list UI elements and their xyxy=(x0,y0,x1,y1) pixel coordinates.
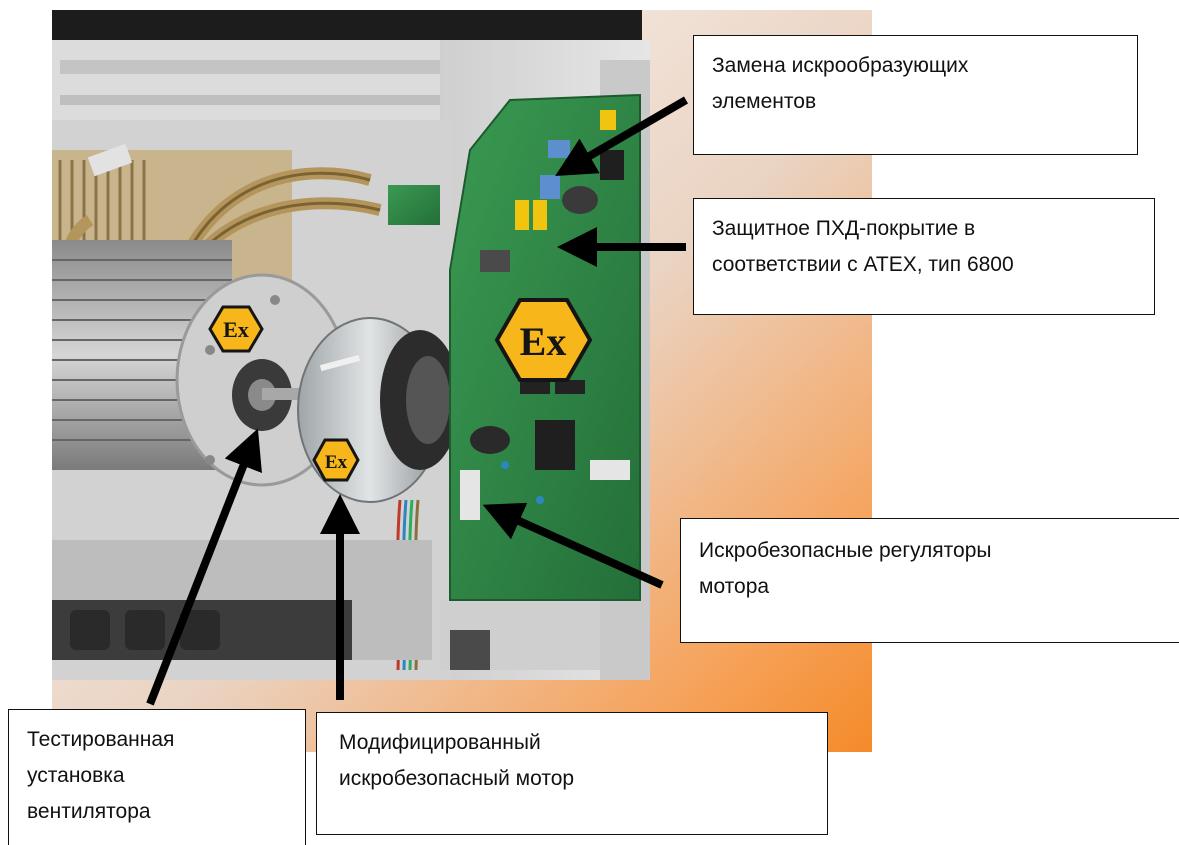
ex-badge-medium-label: Ex xyxy=(223,317,249,342)
callout-motor-line-2: искробезопасный мотор xyxy=(339,767,575,791)
callout-coating-line-2: соответствии с ATEX, тип 6800 xyxy=(712,253,1014,277)
callout-fan-assembly-line-3: вентилятора xyxy=(27,800,151,824)
callout-spark-elements-line-1: Замена искрообразующих xyxy=(712,54,969,77)
sensor-board xyxy=(388,185,440,225)
callout-arrows xyxy=(146,96,689,706)
ex-badge-small-label: Ex xyxy=(325,452,348,473)
ex-badge-large-label: Ex xyxy=(520,319,567,364)
callout-motor-controllers-line-2: мотора xyxy=(699,575,770,599)
callout-motor-line-1: Модифицированный xyxy=(339,731,541,754)
callout-fan-assembly: Тестированная установка вентилятора xyxy=(8,709,306,845)
ex-badge-small-icon: Ex xyxy=(312,438,360,482)
callout-motor-controllers-line-1: Искробезопасные регуляторы xyxy=(699,539,992,562)
callout-spark-elements: Замена искрообразующих элементов xyxy=(693,35,1138,155)
callout-motor: Модифицированный искробезопасный мотор xyxy=(316,712,828,835)
arrow-icon xyxy=(482,502,664,589)
callout-fan-assembly-line-1: Тестированная xyxy=(27,728,175,751)
callout-motor-controllers: Искробезопасные регуляторы мотора xyxy=(680,518,1179,643)
callout-spark-elements-line-2: элементов xyxy=(712,90,817,114)
arrow-icon xyxy=(146,428,262,706)
upper-housing xyxy=(52,40,512,130)
callout-coating-line-1: Защитное ПХД-покрытие в xyxy=(712,217,976,240)
callout-coating: Защитное ПХД-покрытие в соответствии с A… xyxy=(693,198,1155,315)
ex-badge-medium-icon: Ex xyxy=(208,305,264,353)
ex-badge-large-icon: Ex xyxy=(494,298,593,382)
callout-fan-assembly-line-2: установка xyxy=(27,764,125,788)
arrow-icon xyxy=(555,96,689,177)
